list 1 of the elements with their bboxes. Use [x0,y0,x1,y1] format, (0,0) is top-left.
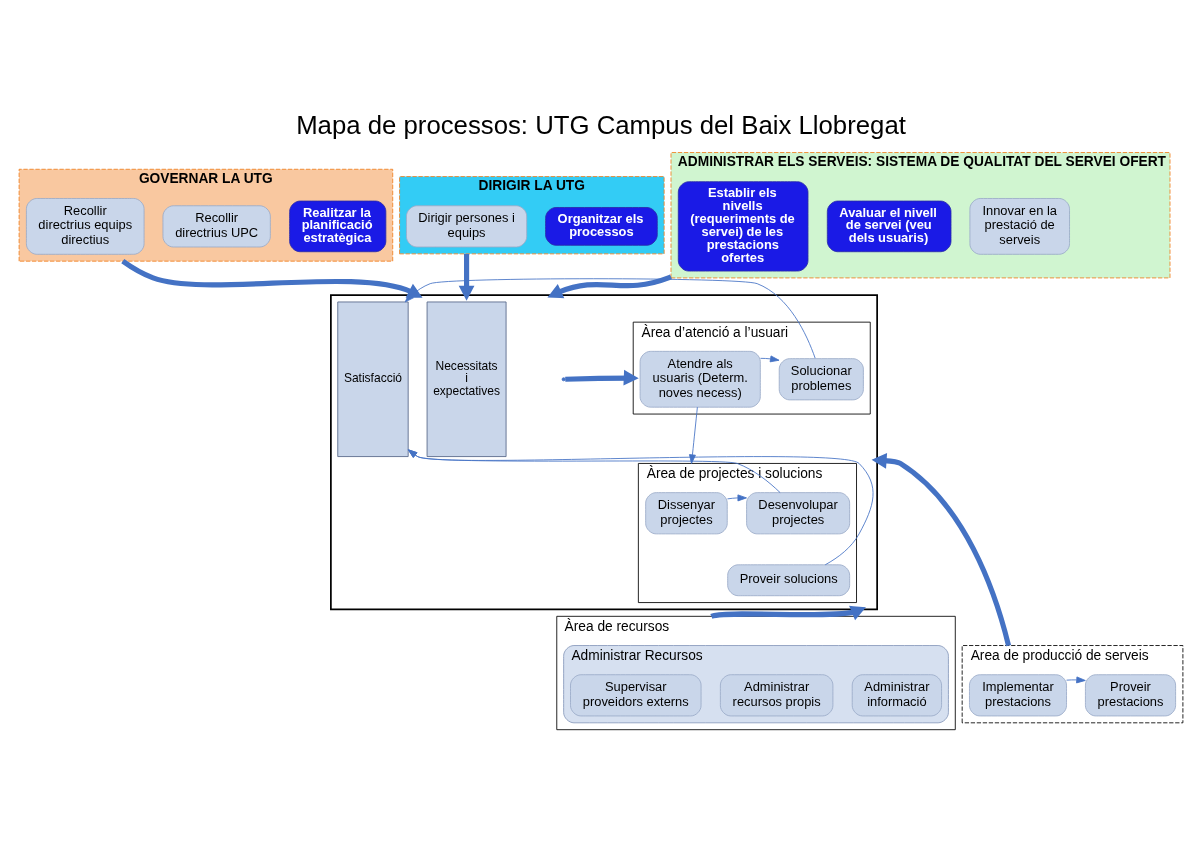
diagram-title: Mapa de processos: UTG Campus del Baix Llobregat [296,110,906,139]
